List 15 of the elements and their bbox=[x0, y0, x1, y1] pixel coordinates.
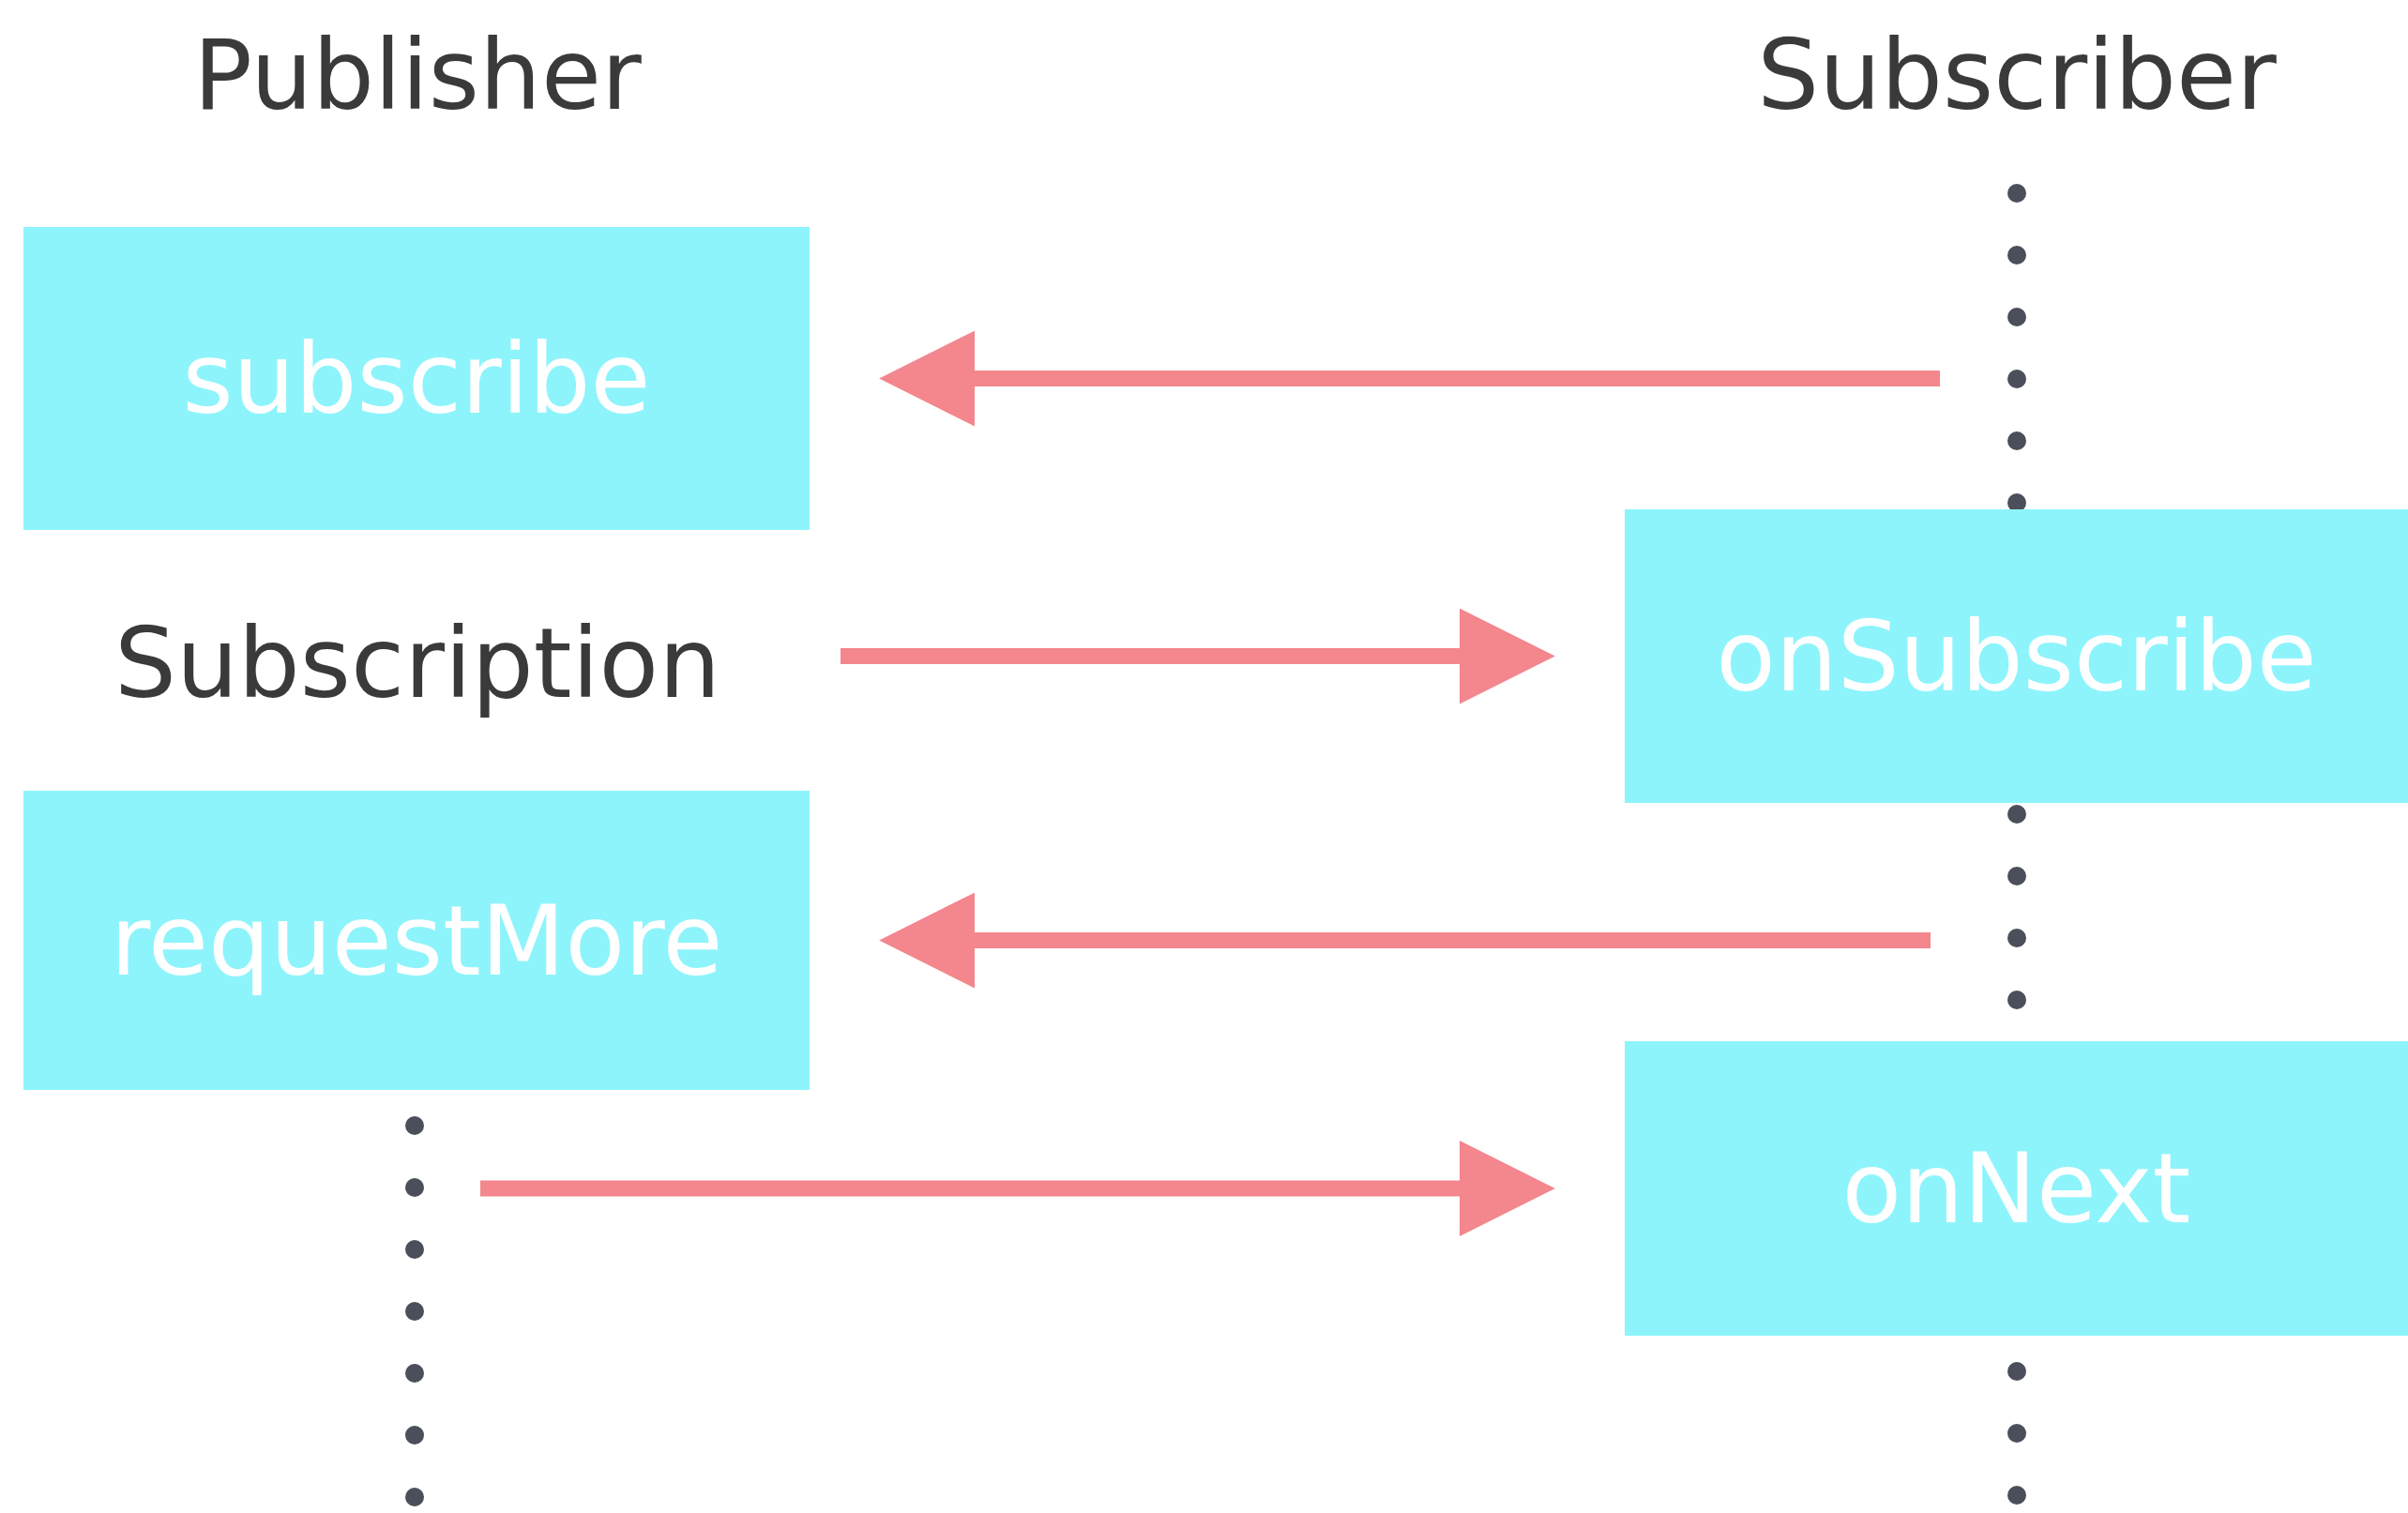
method-box bbox=[23, 227, 810, 530]
method-box bbox=[1625, 1041, 2408, 1336]
method-name: requestMore bbox=[110, 883, 723, 998]
arrow bbox=[879, 330, 1940, 427]
arrow bbox=[480, 1141, 1555, 1236]
method-name: subscribe bbox=[182, 321, 651, 436]
method-box bbox=[23, 791, 810, 1090]
arrow bbox=[879, 892, 1931, 989]
message-label: Subscription bbox=[114, 606, 721, 720]
lifeline-heading: Publisher bbox=[193, 18, 642, 132]
method-name: onSubscribe bbox=[1716, 598, 2317, 714]
lifeline-heading: Subscriber bbox=[1757, 18, 2277, 132]
method-box bbox=[1625, 509, 2408, 803]
arrow bbox=[841, 608, 1555, 704]
method-name: onNext bbox=[1841, 1131, 2191, 1246]
